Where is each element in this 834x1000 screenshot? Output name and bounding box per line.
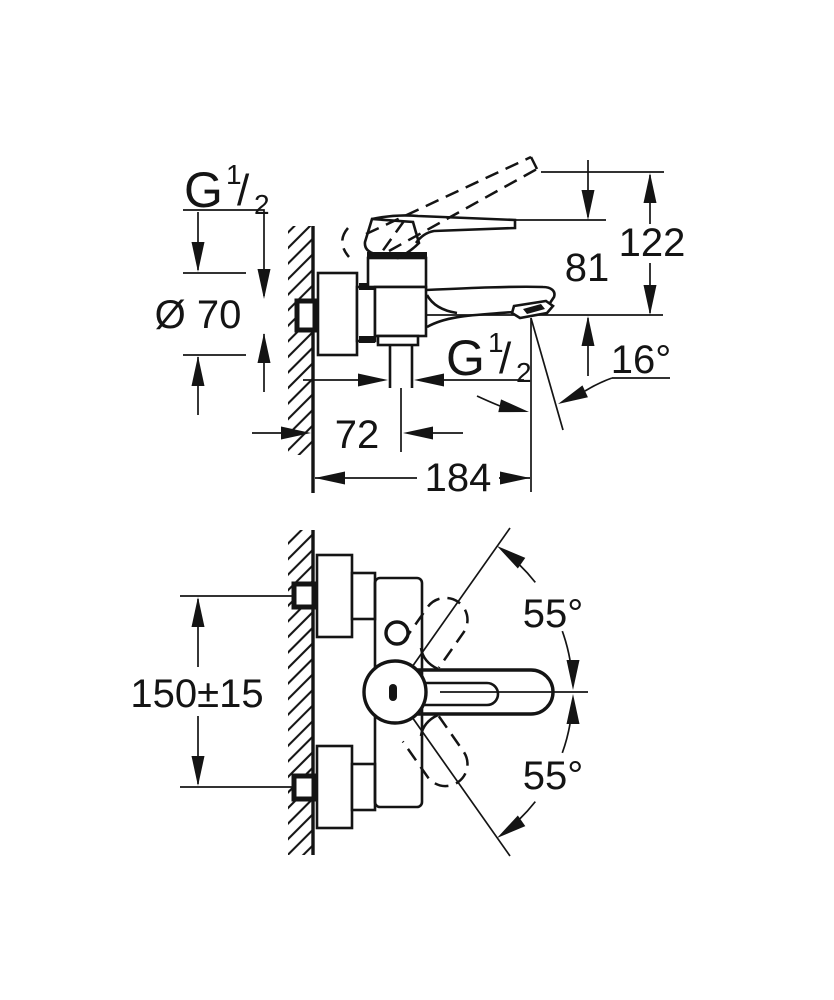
inlet-thread-sup: 1 bbox=[226, 159, 242, 190]
h122-arrow-bottom bbox=[643, 285, 657, 315]
lever-open-top-line bbox=[365, 155, 532, 236]
escutcheon-front-bottom bbox=[315, 744, 354, 830]
swing-down-arc-lower bbox=[518, 801, 536, 821]
swing-down-arc-upper bbox=[561, 723, 571, 754]
mixer-body-side bbox=[294, 252, 556, 452]
dim-swing-up: 55° bbox=[493, 540, 584, 690]
projection-label: 184 bbox=[425, 456, 492, 500]
inlet-thread-sub: 2 bbox=[254, 189, 270, 220]
wall-hatch-side bbox=[288, 226, 313, 455]
d150-arrow-bottom bbox=[191, 756, 205, 786]
dim-escutcheon-diameter: Ø 70 bbox=[155, 212, 246, 415]
swing-axis-down bbox=[411, 716, 511, 857]
wall-to-outlet-label: 72 bbox=[335, 413, 380, 457]
body-lever-fillet-top bbox=[419, 647, 439, 671]
h81-arrow-bottom bbox=[581, 316, 595, 346]
lever-open-head-edge bbox=[377, 220, 406, 257]
lever-open-tip bbox=[529, 156, 539, 170]
height-open-label: 122 bbox=[619, 221, 686, 265]
wall-section-front bbox=[288, 530, 315, 855]
outlet-thread-sub: 2 bbox=[516, 357, 532, 388]
inlet-thread-G: G bbox=[184, 162, 223, 218]
outlet-arrow-right bbox=[414, 373, 444, 387]
nut-front-top bbox=[350, 571, 377, 621]
spout-top-edge bbox=[425, 285, 556, 304]
dia-arrow-top bbox=[191, 242, 205, 272]
front-view: 55° 55° 150±15 bbox=[130, 527, 588, 857]
outlet-thread-slash: / bbox=[499, 334, 512, 383]
swing-up-label: 55° bbox=[523, 592, 584, 636]
dim-swing-down: 55° bbox=[493, 694, 584, 844]
housing-top-bar bbox=[367, 252, 427, 259]
lever-open-bottom-line bbox=[388, 167, 538, 253]
stream-line bbox=[530, 317, 564, 431]
lever-open-head-curve bbox=[341, 227, 350, 258]
lever-head bbox=[363, 217, 421, 260]
lever-closed-side bbox=[363, 214, 517, 260]
inlet-square bbox=[294, 298, 318, 333]
h81-arrow-top bbox=[581, 190, 595, 220]
spout-inner-curve bbox=[425, 294, 458, 315]
body-main-side bbox=[373, 285, 428, 338]
hub-indicator-notch bbox=[389, 684, 397, 701]
dia-arrow-bottom bbox=[191, 356, 205, 386]
wall-hatch-front bbox=[288, 530, 313, 855]
outlet-thread-G: G bbox=[446, 330, 485, 386]
swing-axis-up bbox=[411, 527, 511, 668]
spout-angle-label: 16° bbox=[611, 338, 672, 382]
wall-square-top bbox=[291, 581, 317, 610]
inlet-arrow-down bbox=[257, 269, 271, 299]
angle-leader-right bbox=[584, 377, 613, 392]
nut-edge-bottom bbox=[359, 336, 375, 343]
swing-down-arrow-top bbox=[566, 694, 580, 724]
angle-arrow-left bbox=[498, 399, 531, 419]
side-view: G 1 / 2 Ø 70 81 bbox=[155, 155, 686, 500]
inlet-arrow-up bbox=[257, 333, 271, 363]
connection-nut-side bbox=[355, 285, 377, 343]
h122-arrow-top bbox=[643, 173, 657, 203]
spout bbox=[425, 285, 556, 329]
lever-open-side-dashed bbox=[341, 155, 539, 258]
d72-arrow-right bbox=[403, 426, 433, 440]
spout-outlet-slot bbox=[523, 304, 545, 314]
body-lever-fillet-bottom bbox=[419, 713, 439, 737]
lever-bar bbox=[371, 214, 517, 244]
d184-arrow-right bbox=[500, 471, 530, 485]
diameter-label: Ø 70 bbox=[155, 293, 242, 337]
inlet-thread-slash: / bbox=[237, 166, 250, 215]
spout-underside bbox=[426, 310, 514, 329]
outlet-thread-sup: 1 bbox=[488, 327, 504, 358]
wall-square-bottom bbox=[291, 773, 317, 802]
swing-up-arc-lower bbox=[561, 630, 571, 661]
dim-connection-spacing: 150±15 bbox=[130, 595, 292, 788]
lever-front-inner bbox=[424, 681, 500, 707]
dim-inlet-thread: G 1 / 2 bbox=[183, 159, 271, 392]
escutcheon-side bbox=[316, 271, 359, 357]
dim-wall-to-outlet: 72 bbox=[252, 413, 463, 457]
swing-up-arc-upper bbox=[518, 563, 536, 583]
wall-section-side bbox=[288, 226, 315, 493]
dim-height-open: 122 bbox=[619, 173, 686, 315]
escutcheon-front-top bbox=[315, 553, 354, 639]
cartridge-housing bbox=[366, 256, 428, 289]
swing-down-label: 55° bbox=[523, 754, 584, 798]
d150-arrow-top bbox=[191, 597, 205, 627]
dim-height-closed: 81 bbox=[565, 160, 610, 376]
dim-projection: 184 bbox=[315, 456, 530, 500]
outlet-arrow-left bbox=[358, 373, 388, 387]
angle-leader-left bbox=[476, 395, 501, 407]
bottom-outlet bbox=[376, 334, 420, 452]
d184-arrow-left bbox=[315, 471, 345, 485]
bottom-connection bbox=[291, 744, 377, 830]
swing-up-arrow-bottom bbox=[566, 660, 580, 690]
outlet-flange bbox=[376, 334, 420, 347]
dim-spout-angle: 16° bbox=[476, 317, 672, 492]
inlet-leader-line bbox=[183, 209, 265, 296]
angle-arrow-right bbox=[555, 385, 588, 410]
top-connection bbox=[291, 553, 377, 639]
dim-outlet-thread: G 1 / 2 bbox=[303, 327, 532, 388]
height-closed-label: 81 bbox=[565, 246, 610, 290]
nut-front-bottom bbox=[350, 762, 377, 812]
connection-spacing-label: 150±15 bbox=[130, 672, 263, 716]
